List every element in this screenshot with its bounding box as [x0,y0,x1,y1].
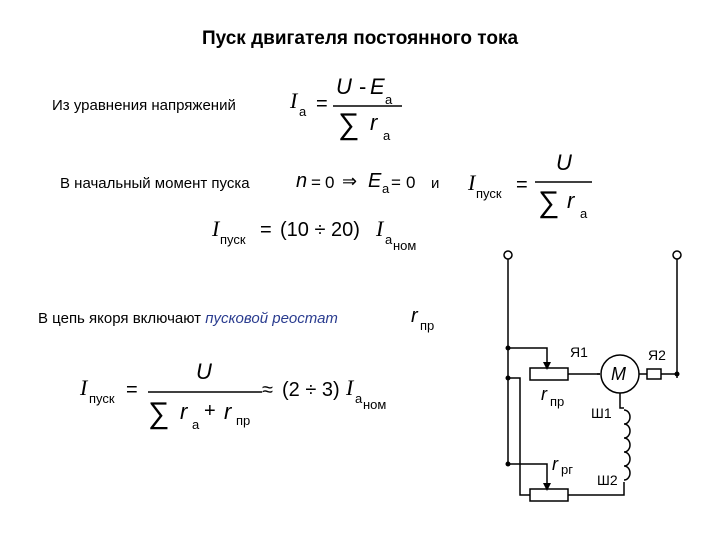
circuit-diagram [503,250,682,502]
label-r-pr: r [541,384,547,404]
fraction-bars [148,105,592,393]
field-winding [623,409,631,481]
field-rheostat [529,488,569,502]
terminal-left [503,250,513,260]
starting-rheostat-link: пусковой реостат [205,310,338,327]
junction-dots [505,345,680,467]
line3-text: В цепь якоря включают пусковой реостат [38,310,338,327]
brush-ya2 [646,368,662,380]
arrowheads [543,362,551,491]
label-sh1: Ш1 [591,405,612,421]
label-ya2: Я2 [648,347,666,363]
line2-text: В начальный момент пуска [60,175,250,192]
line1-text: Из уравнения напряжений [52,97,236,114]
terminal-right [672,250,682,260]
label-motor: М [611,364,626,384]
label-r-rg: r [552,454,558,474]
label-ya1: Я1 [570,344,588,360]
starting-resistor [529,367,569,381]
label-sh2: Ш2 [597,472,618,488]
page-title: Пуск двигателя постоянного тока [201,28,519,49]
